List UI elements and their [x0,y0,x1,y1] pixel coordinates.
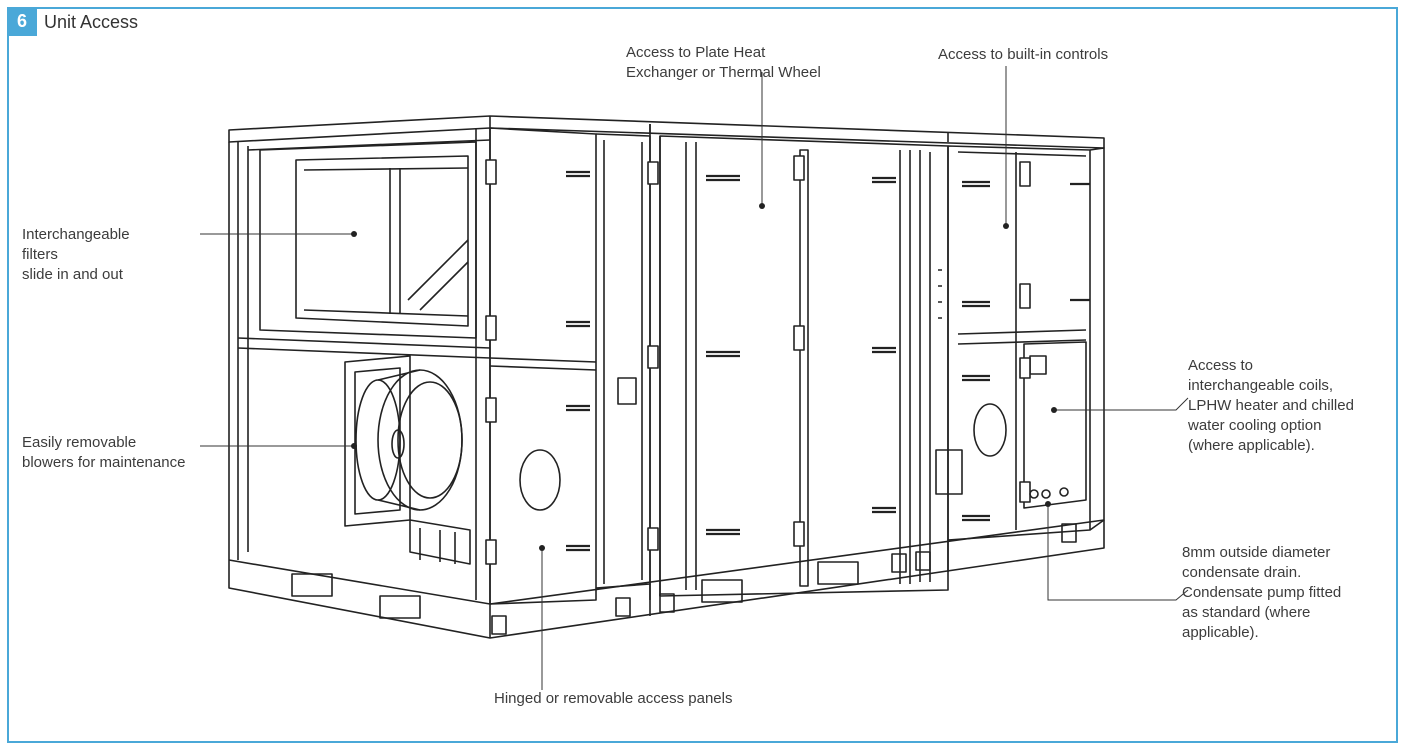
leader-lines [200,66,1189,690]
callout-filters: Interchangeable filters slide in and out [22,226,130,283]
corner-post [475,128,491,604]
callout-controls: Access to built-in controls [938,46,1109,63]
access-door-panel-3 [935,145,1105,541]
callout-drain: 8mm outside diameter condensate drain. C… [1182,544,1342,641]
section-title: Unit Access [44,12,139,32]
door-handles [566,170,1090,552]
top-frame [228,115,1105,149]
leader-dots [351,203,1057,551]
callout-blowers: Easily removable blowers for maintenance [22,434,186,471]
section-frame [7,7,1398,743]
section-number-badge: 6 [7,7,37,36]
base-plinth [228,487,1105,639]
access-door-panel-1 [489,124,661,605]
left-open-frame [228,139,491,560]
callout-access-panels: Hinged or removable access panels [494,690,733,707]
blower-assembly [344,355,471,565]
callout-coils: Access to interchangeable coils, LPHW he… [1188,357,1354,454]
filter-housing [259,141,477,339]
callout-heat-exchanger: Access to Plate Heat Exchanger or Therma… [626,44,821,81]
access-door-panel-2 [659,135,949,597]
